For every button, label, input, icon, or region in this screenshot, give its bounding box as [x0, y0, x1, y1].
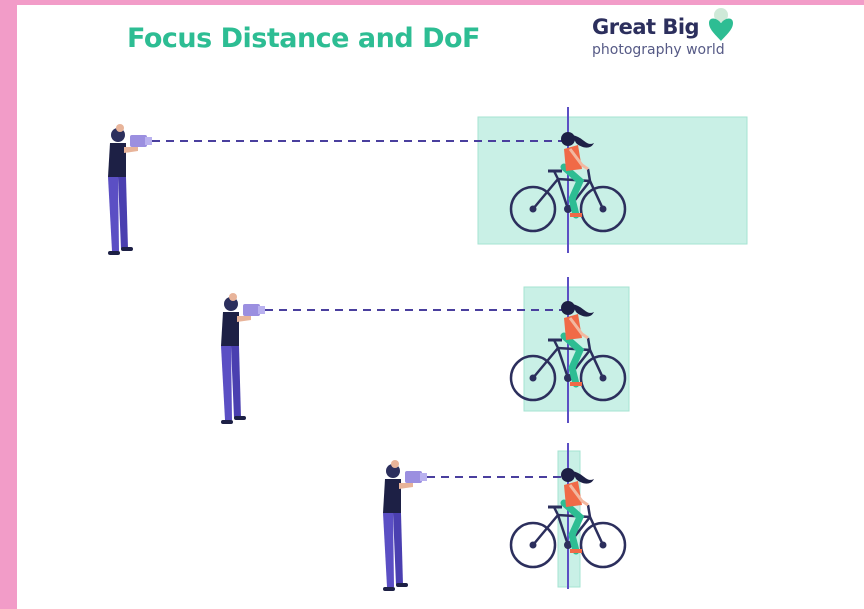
- dof-zone-far: [477, 116, 748, 245]
- photographer-near: [383, 460, 427, 591]
- scene-near: [383, 443, 625, 591]
- scenes-svg: [108, 107, 748, 591]
- scene-far: [108, 107, 748, 255]
- diagram-title: Focus Distance and DoF: [127, 23, 480, 54]
- person-heart-icon: [709, 8, 733, 41]
- scene-middle: [221, 277, 630, 424]
- logo-subtitle: photography world: [592, 42, 725, 58]
- photographer-far: [108, 124, 152, 255]
- diagram-canvas: Focus Distance and DoF Great Big photogr…: [17, 5, 864, 609]
- logo-title: Great Big: [592, 15, 700, 39]
- photographer-middle: [221, 293, 265, 424]
